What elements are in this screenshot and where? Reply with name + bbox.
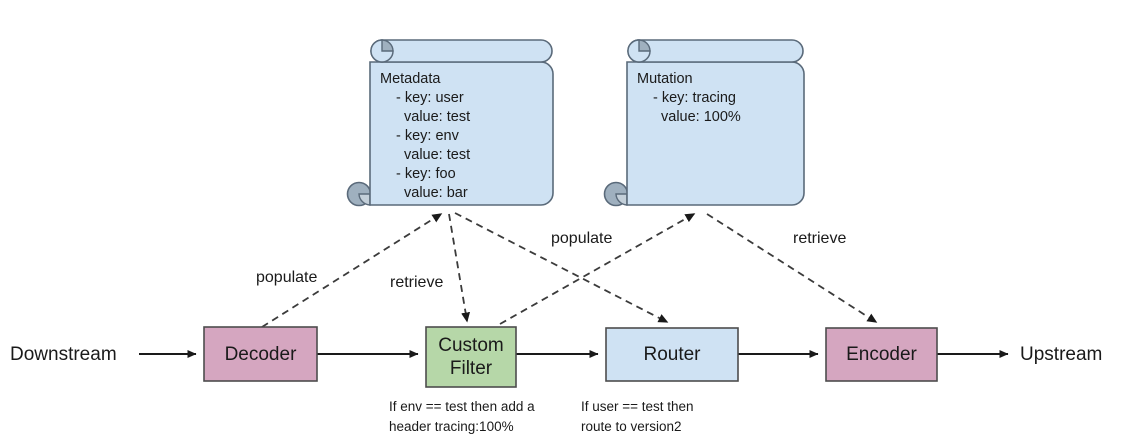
node-custom-filter-label-line2: Filter [450,358,493,379]
metadata-entry-0-value: value: test [404,109,470,125]
mutation-top-curl-icon [627,39,651,63]
dashed-edge-group [261,212,878,328]
edge-label-populate-left: populate [256,269,317,286]
metadata-top-curl-icon [370,39,394,63]
metadata-bottom-curl-icon [346,181,372,207]
edge-metadata-to-router [454,212,669,323]
metadata-entry-2-key: - key: foo [396,166,456,182]
endpoint-downstream-label: Downstream [10,344,117,365]
note-router-line1: If user == test then [581,399,694,414]
mutation-entry-0-key: - key: tracing [653,90,736,106]
metadata-entry-2-value: value: bar [404,185,468,201]
endpoint-upstream-label: Upstream [1020,344,1102,365]
edge-label-populate-right: populate [551,230,612,247]
node-decoder-label: Decoder [225,344,297,365]
edge-mutation-to-encoder [706,213,878,323]
node-custom-filter-label-line1: Custom [438,335,503,356]
mutation-bottom-curl-icon [603,181,629,207]
mutation-title: Mutation [637,71,693,87]
metadata-entry-1-key: - key: env [396,128,460,144]
edge-label-retrieve-left: retrieve [390,274,443,291]
metadata-entry-1-value: value: test [404,147,470,163]
metadata-entry-0-key: - key: user [396,90,464,106]
document-metadata[interactable]: Metadata - key: user value: test - key: … [346,39,554,207]
node-decoder[interactable]: Decoder [203,326,318,382]
node-encoder[interactable]: Encoder [825,327,938,382]
note-custom-filter-line1: If env == test then add a [389,399,535,414]
node-encoder-label: Encoder [846,344,917,365]
node-router[interactable]: Router [605,327,739,382]
metadata-title: Metadata [380,71,441,87]
node-router-label: Router [643,344,701,365]
note-custom-filter: If env == test then add a header tracing… [389,399,535,434]
edge-custom-filter-to-mutation [499,213,696,325]
node-custom-filter[interactable]: Custom Filter [425,326,517,388]
document-mutation[interactable]: Mutation - key: tracing value: 100% [603,39,805,207]
note-router: If user == test then route to version2 [581,399,694,434]
note-router-line2: route to version2 [581,419,682,434]
edge-metadata-to-custom-filter [448,213,471,323]
edge-label-retrieve-right: retrieve [793,230,846,247]
note-custom-filter-line2: header tracing:100% [389,419,514,434]
mutation-entry-0-value: value: 100% [661,109,741,125]
